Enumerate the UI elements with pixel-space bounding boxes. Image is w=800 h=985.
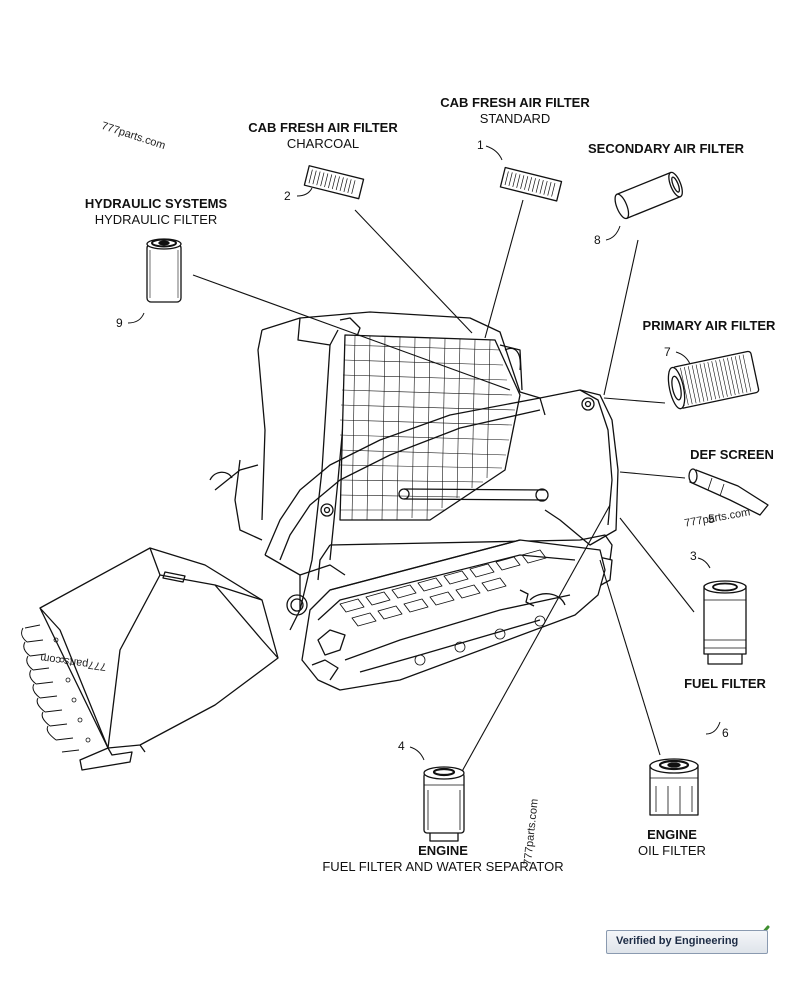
cab-cage (257, 311, 541, 611)
verified-badge: Verified by Engineering (606, 930, 768, 954)
callout-5: 5 (708, 512, 715, 526)
callout-6: 6 (722, 726, 729, 740)
bucket (21, 547, 279, 771)
label-title: FUEL FILTER (684, 676, 766, 691)
callout-8: 8 (594, 233, 601, 247)
label-title: PRIMARY AIR FILTER (642, 318, 776, 333)
label-hydraulic-filter: HYDRAULIC SYSTEMS HYDRAULIC FILTER (85, 196, 227, 228)
callout-4: 4 (398, 739, 405, 753)
callout-1: 1 (477, 138, 484, 152)
label-secondary-air-filter: SECONDARY AIR FILTER (588, 141, 744, 157)
cab-filter-standard (499, 166, 563, 202)
callout-ticks (127, 145, 721, 761)
fuel-filter (703, 580, 747, 665)
label-engine-oil-filter: ENGINE OIL FILTER (638, 827, 706, 859)
primary-air-filter (667, 350, 760, 410)
label-title: DEF SCREEN (690, 447, 774, 462)
hydraulic-filter (146, 238, 182, 303)
label-sub: CHARCOAL (286, 136, 360, 151)
label-title: ENGINE (647, 827, 697, 842)
cab-filter-charcoal (303, 165, 365, 200)
callout-2: 2 (284, 189, 291, 203)
label-title: ENGINE (418, 843, 468, 858)
leader-lines (192, 199, 695, 776)
track (301, 539, 606, 691)
engine-fuel-filter (423, 766, 465, 842)
def-screen (688, 468, 769, 516)
secondary-air-filter (614, 171, 683, 220)
label-def-screen: DEF SCREEN (690, 447, 774, 463)
label-primary-air-filter: PRIMARY AIR FILTER (643, 318, 776, 334)
label-fuel-filter: FUEL FILTER (684, 676, 766, 692)
label-sub: STANDARD (479, 111, 551, 126)
label-cab-filter-charcoal: CAB FRESH AIR FILTER CHARCOAL (248, 120, 398, 152)
callout-3: 3 (690, 549, 697, 563)
label-engine-fuel-filter: ENGINE FUEL FILTER AND WATER SEPARATOR (322, 843, 563, 875)
loader-arm (264, 389, 619, 561)
label-sub: HYDRAULIC FILTER (94, 212, 218, 227)
callout-7: 7 (664, 345, 671, 359)
callout-9: 9 (116, 316, 123, 330)
label-title: HYDRAULIC SYSTEMS (84, 196, 228, 211)
label-cab-filter-standard: CAB FRESH AIR FILTER STANDARD (440, 95, 590, 127)
label-title: CAB FRESH AIR FILTER (440, 95, 590, 110)
badge-text: Verified by Engineering (616, 935, 739, 947)
label-sub: OIL FILTER (638, 843, 706, 858)
engine-oil-filter (649, 758, 699, 816)
label-title: SECONDARY AIR FILTER (587, 141, 745, 156)
label-sub: FUEL FILTER AND WATER SEPARATOR (322, 859, 564, 874)
label-title: CAB FRESH AIR FILTER (248, 120, 398, 135)
